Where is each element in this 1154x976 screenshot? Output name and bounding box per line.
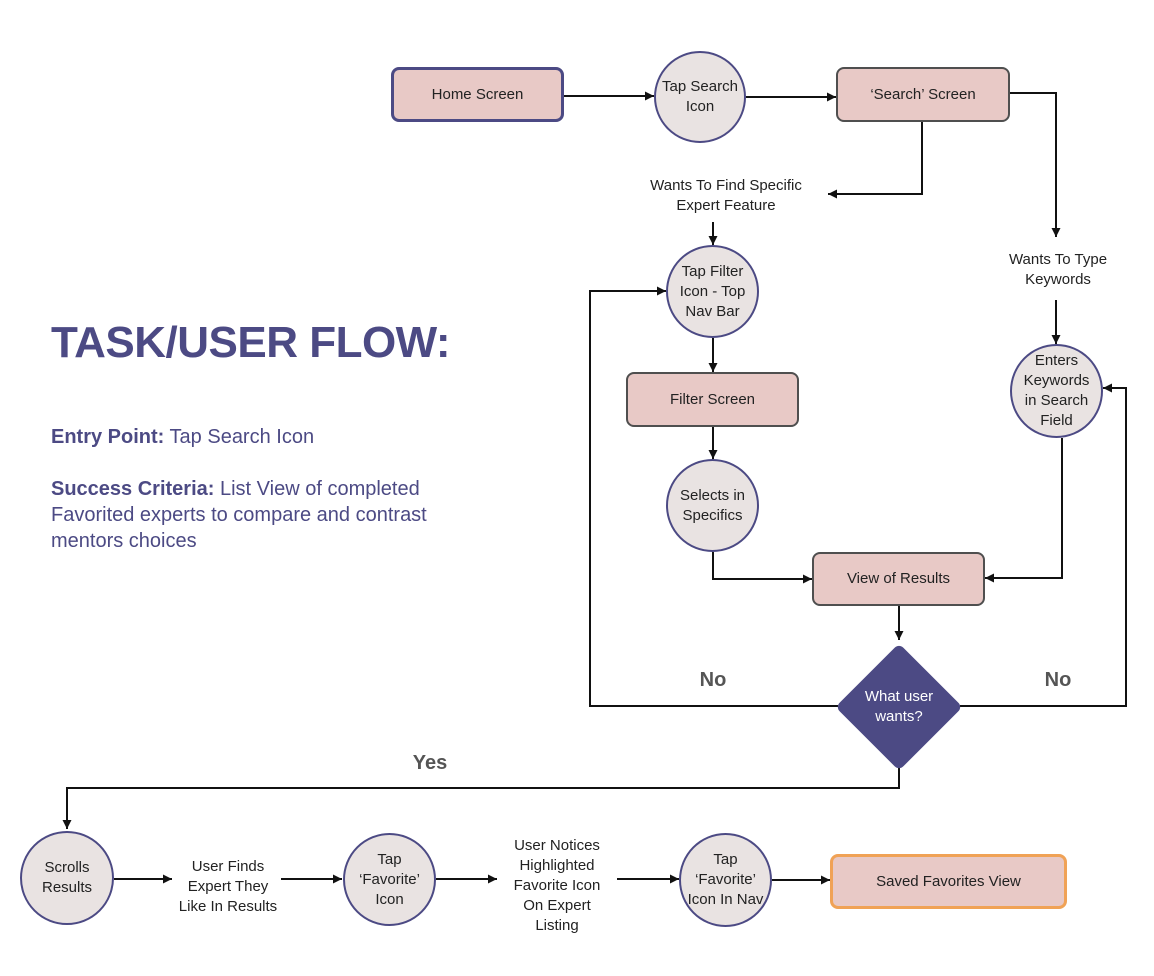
user-notices-favorite-label: User Notices Highlighted Favorite Icon O… — [513, 837, 601, 934]
no-right-label: No — [1044, 669, 1072, 691]
yes-label: Yes — [412, 752, 448, 774]
success-criteria-value: List View of completed Favorited experts… — [51, 478, 427, 552]
tap-favorite-icon-in-nav-node: Tap ‘Favorite’ Icon In Nav — [679, 833, 772, 927]
search-screen-node: ‘Search’ Screen — [836, 67, 1010, 122]
page-title: TASK/USER FLOW: — [51, 318, 451, 367]
enters-keywords-node: Enters Keywords in Search Field — [1010, 344, 1103, 438]
scrolls-results-node: Scrolls Results — [20, 831, 114, 925]
arrow-decision-no-right — [960, 383, 1127, 707]
arrow-enters-to-results — [985, 438, 1063, 583]
decision-node: What user wants? — [835, 643, 963, 771]
saved-favorites-view-node: Saved Favorites View — [830, 854, 1067, 909]
wants-specific-feature-label: Wants To Find Specific Expert Feature — [650, 177, 802, 214]
arrow-search-to-wants-specific — [828, 122, 923, 199]
selects-in-specifics-node: Selects in Specifics — [666, 459, 759, 552]
entry-point-label: Entry Point: — [51, 426, 165, 448]
wants-type-keywords-label: Wants To Type Keywords — [1008, 251, 1108, 288]
arrow-search-to-wants-type — [1010, 92, 1061, 237]
tap-search-icon-node: Tap Search Icon — [654, 51, 746, 143]
entry-point-value: Tap Search Icon — [169, 426, 315, 448]
filter-screen-node: Filter Screen — [626, 372, 799, 427]
arrow-decision-yes — [62, 768, 900, 829]
entry-point: Entry Point: Tap Search Icon — [51, 424, 471, 450]
no-left-label: No — [699, 669, 727, 691]
arrow-decision-no-left — [589, 286, 838, 707]
tap-filter-icon-node: Tap Filter Icon - Top Nav Bar — [666, 245, 759, 338]
tap-favorite-icon-node: Tap ‘Favorite’ Icon — [343, 833, 436, 926]
success-criteria: Success Criteria: List View of completed… — [51, 476, 471, 554]
home-screen-node: Home Screen — [391, 67, 564, 122]
user-finds-expert-label: User Finds Expert They Like In Results — [178, 858, 278, 915]
decision-node-label: What user wants? — [864, 688, 934, 725]
arrow-selects-to-results — [712, 552, 812, 584]
success-criteria-label: Success Criteria: — [51, 478, 215, 500]
view-of-results-node: View of Results — [812, 552, 985, 606]
